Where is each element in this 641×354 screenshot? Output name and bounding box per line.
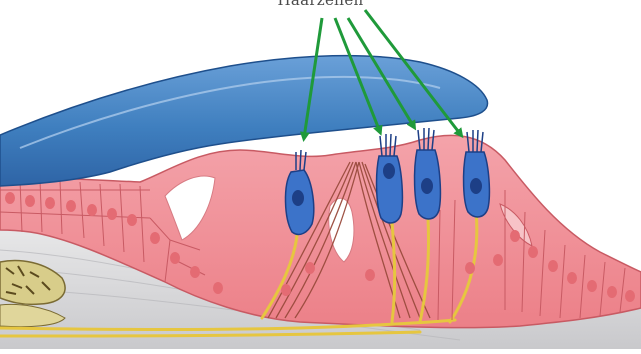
illustration-caption: Haarzellen xyxy=(0,0,641,9)
